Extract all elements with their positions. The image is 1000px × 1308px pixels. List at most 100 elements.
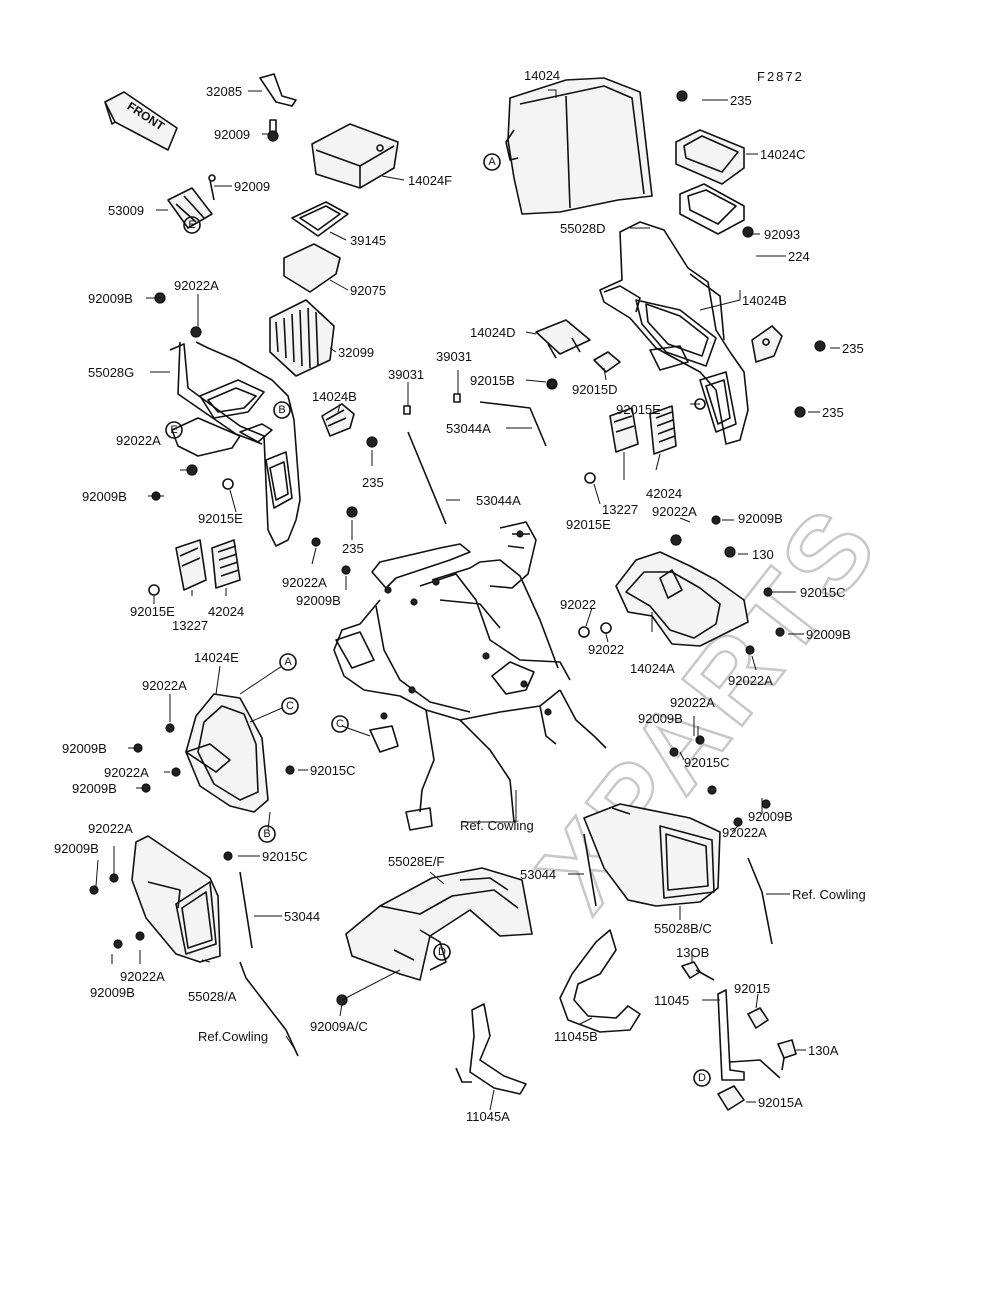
part-label: 92009: [214, 127, 250, 142]
part-label: 11045: [654, 993, 689, 1008]
part-label: 92015E: [616, 402, 661, 417]
part-14024f-cover: [311, 123, 399, 189]
part-label: 13227: [172, 618, 208, 633]
part-53044-rod-right: [583, 833, 597, 907]
part-32085-bracket: [259, 73, 297, 107]
part-42024-right: [649, 405, 677, 455]
part-label: 92015C: [800, 585, 846, 600]
part-130a-bolt: [777, 1039, 797, 1059]
fastener-92022a-right-b: [745, 645, 755, 655]
part-53044-rod-left: [239, 871, 253, 949]
part-label: 55028G: [88, 365, 134, 380]
part-55028d-inner-panel: [599, 221, 749, 445]
part-label: 92022A: [282, 575, 327, 590]
marker-label: B: [263, 828, 270, 840]
marker-label: A: [284, 656, 292, 668]
part-label: 14024D: [470, 325, 516, 340]
marker-label: A: [488, 156, 496, 168]
marker-label: D: [438, 946, 446, 958]
part-32099-filter: [269, 299, 335, 377]
part-label: 92009B: [72, 781, 117, 796]
part-label: 92093: [764, 227, 800, 242]
part-label: 92009B: [806, 627, 851, 642]
part-14024a-duct: [615, 551, 749, 647]
part-label: 92022: [560, 597, 596, 612]
marker-label: E: [170, 424, 177, 436]
marker-e-top: E: [183, 216, 201, 234]
part-label: 92009B: [748, 809, 793, 824]
marker-b-left: B: [273, 401, 291, 419]
part-label: 11045A: [466, 1109, 510, 1124]
part-92093-gasket: [679, 183, 745, 235]
part-label: 14024B: [312, 389, 357, 404]
marker-a-mid: A: [279, 653, 297, 671]
part-label: 14024E: [194, 650, 239, 665]
part-55028ef-lower-cowl: [345, 867, 533, 981]
part-39145-gasket: [291, 201, 349, 237]
part-label: 42024: [208, 604, 244, 619]
part-label: 42024: [646, 486, 682, 501]
part-label: 92015B: [470, 373, 515, 388]
fastener-92015c-right: [763, 587, 773, 597]
part-label: 92009B: [88, 291, 133, 306]
fastener-92009b-e2: [141, 783, 151, 793]
fastener-92022a-lu: [190, 326, 202, 338]
fastener-92015b: [547, 379, 557, 389]
part-label: 11045B: [554, 1029, 598, 1044]
part-label: Ref. Cowling: [460, 818, 534, 833]
fastener-92022a-left-b: [311, 537, 321, 547]
part-11045a-bracket: [455, 1003, 527, 1095]
part-label: 92015E: [130, 604, 175, 619]
part-label: Ref.Cowling: [198, 1029, 268, 1044]
part-label: 53044A: [476, 493, 521, 508]
fastener-92015c-ll: [223, 851, 233, 861]
part-label: 92015C: [310, 763, 356, 778]
part-labels: 32085 92009 14024F 14024 235 14024C 9200…: [54, 68, 866, 1124]
part-label: 13227: [602, 502, 638, 517]
fastener-92015c-r2: [707, 785, 717, 795]
part-14024b-left: [321, 403, 355, 437]
part-label: 92022A: [652, 504, 697, 519]
fastener-235-a: [676, 90, 688, 102]
part-label: 14024A: [630, 661, 675, 676]
part-label: 92009B: [62, 741, 107, 756]
marker-label: D: [698, 1072, 706, 1084]
part-label: 32085: [206, 84, 242, 99]
fastener-92022-a: [578, 626, 590, 638]
part-92015a-nut: [717, 1085, 745, 1111]
part-14024-shield: [505, 77, 653, 215]
part-label: 92022A: [728, 673, 773, 688]
part-ref-cowling-left: [239, 961, 299, 1057]
part-label: 92015E: [198, 511, 243, 526]
part-label: 53044: [284, 909, 320, 924]
fastener-92009b-r3: [761, 799, 771, 809]
fastener-92022a-right: [670, 534, 682, 546]
part-13227-right: [609, 407, 639, 453]
part-label: 92009B: [638, 711, 683, 726]
part-label: 39031: [436, 349, 472, 364]
part-label: 235: [842, 341, 864, 356]
part-label: 53044: [520, 867, 556, 882]
part-label: 14024B: [742, 293, 787, 308]
fastener-92022a-left: [186, 464, 198, 476]
leader-lines: [95, 89, 840, 1111]
part-label: 92022A: [142, 678, 187, 693]
part-label: 92009B: [738, 511, 783, 526]
part-42024-left: [211, 539, 241, 589]
part-label: 55028D: [560, 221, 606, 236]
fastener-235-left: [366, 436, 378, 448]
part-label: 32099: [338, 345, 374, 360]
fastener-92022a-r2: [669, 747, 679, 757]
part-label: 92015E: [566, 517, 611, 532]
part-label: 92022A: [88, 821, 133, 836]
part-label: 224: [788, 249, 810, 264]
part-label: 92009B: [54, 841, 99, 856]
part-39031-grommet-a: [403, 405, 411, 415]
fastener-92009b-e1: [133, 743, 143, 753]
part-label: 92009B: [90, 985, 135, 1000]
fastener-130: [724, 546, 736, 558]
part-label: 92022A: [116, 433, 161, 448]
part-cowling-frame: [333, 521, 607, 831]
part-label: 92015C: [262, 849, 308, 864]
